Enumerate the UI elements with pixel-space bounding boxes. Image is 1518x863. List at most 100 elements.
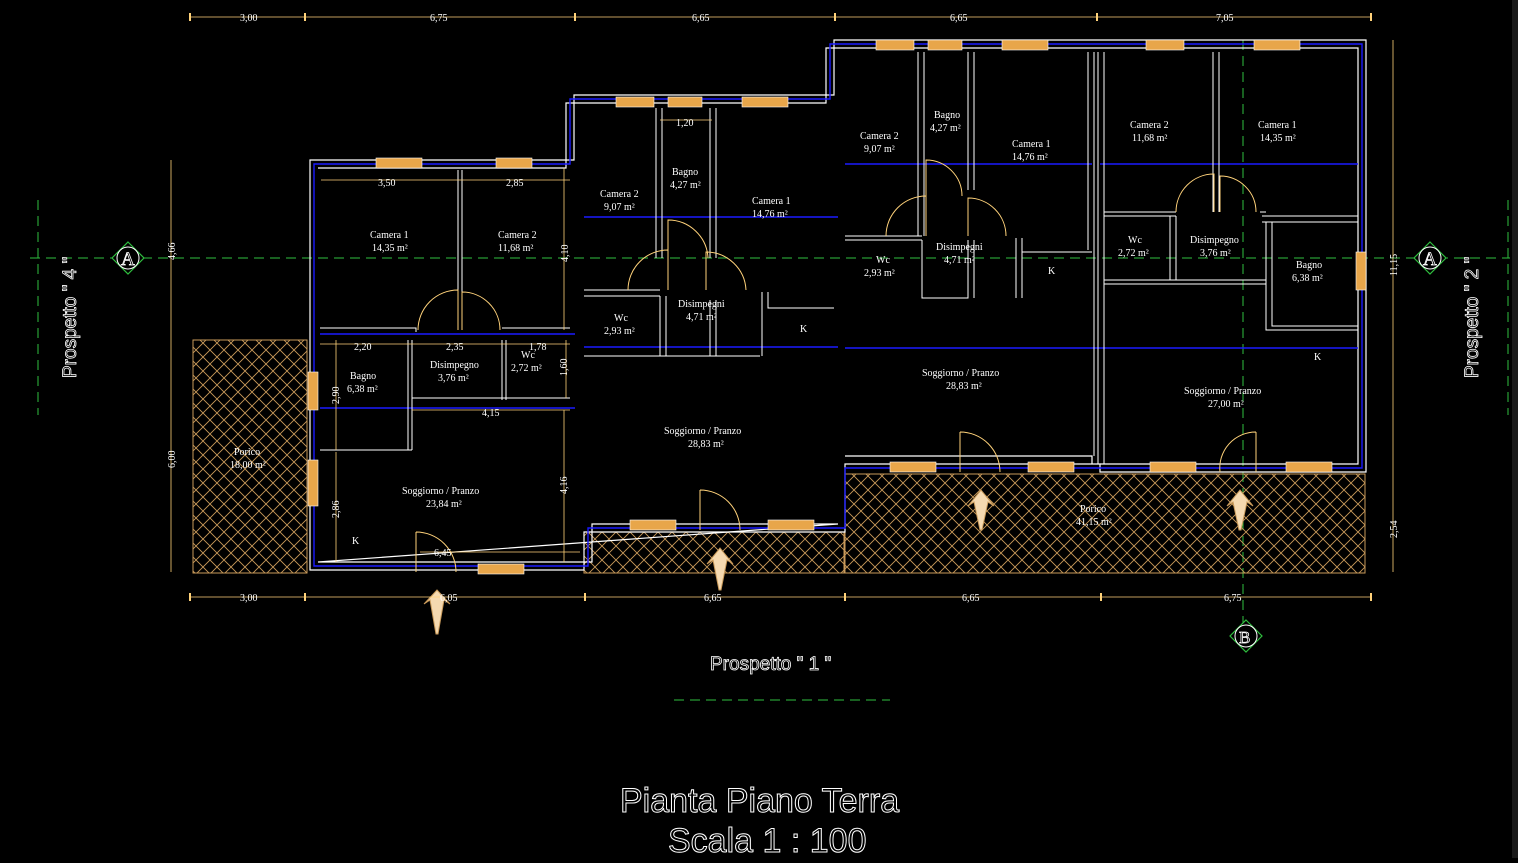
section-a-left-label: A — [121, 249, 135, 270]
unit-3-rooms: Camera 2 9,07 m² Bagno 4,27 m² Camera 1 … — [860, 110, 1056, 392]
u4-camera2-name: Camera 2 — [1130, 120, 1169, 131]
dim-bottom-2: 6,05 — [440, 593, 458, 604]
u1-porico-area: 18,00 m² — [230, 460, 266, 471]
u4-wc-area: 2,72 m² — [1118, 248, 1149, 259]
u2-kitchen-mark: K — [800, 324, 808, 335]
u4-wc-name: Wc — [1128, 235, 1142, 246]
dim-bottom-1: 3,00 — [240, 593, 258, 604]
u3-wc-area: 2,93 m² — [864, 268, 895, 279]
dim-u1-bagno-depth: 2,90 — [331, 387, 342, 405]
unit-1-rooms: Camera 1 14,35 m² Camera 2 11,68 m² Bagn… — [230, 230, 542, 547]
u1-bagno-area: 6,38 m² — [347, 384, 378, 395]
dim-bottom-5: 6,75 — [1224, 593, 1242, 604]
elevation-left-label: Prospetto " 4 " — [60, 257, 81, 378]
u4-soggiorno-name: Soggiorno / Pranzo — [1184, 386, 1261, 397]
u2-bagno-name: Bagno — [672, 167, 698, 178]
u2-camera1-name: Camera 1 — [752, 196, 791, 207]
drawing-scale: Scala 1 : 100 — [668, 822, 866, 858]
section-b-label: B — [1239, 628, 1250, 647]
dim-left-2: 6,00 — [167, 451, 178, 469]
u1-wc-name: Wc — [521, 350, 535, 361]
u3-camera1-name: Camera 1 — [1012, 139, 1051, 150]
u3-bagno-area: 4,27 m² — [930, 123, 961, 134]
u3-soggiorno-area: 28,83 m² — [946, 381, 982, 392]
u3-kitchen-mark: K — [1048, 266, 1056, 277]
elevation-right-label: Prospetto " 2 " — [1462, 257, 1483, 378]
u3-camera2-area: 9,07 m² — [864, 144, 895, 155]
dim-right-2: 2,54 — [1389, 521, 1400, 539]
u2-camera1-area: 14,76 m² — [752, 209, 788, 220]
u1-disimpegno-name: Disimpegno — [430, 360, 479, 371]
u4-camera1-name: Camera 1 — [1258, 120, 1297, 131]
u2-camera2-name: Camera 2 — [600, 189, 639, 200]
u4-kitchen-mark: K — [1314, 352, 1322, 363]
u1-wc-area: 2,72 m² — [511, 363, 542, 374]
u1-camera1-name: Camera 1 — [370, 230, 409, 241]
section-marker-a-right: A — [1413, 241, 1447, 275]
dim-top-4: 6,65 — [950, 13, 968, 24]
u4-disimpegno-name: Disimpegno — [1190, 235, 1239, 246]
dim-u1-bedroom-depth: 4,10 — [560, 245, 571, 263]
dim-top-1: 3,00 — [240, 13, 258, 24]
section-a-right-label: A — [1423, 249, 1437, 270]
dim-left-1: 4,66 — [167, 243, 178, 261]
dim-u2-bagno-width: 1,20 — [676, 118, 694, 129]
drawing-title: Pianta Piano Terra — [620, 782, 899, 820]
unit-4-rooms: Camera 2 11,68 m² Camera 1 14,35 m² Wc 2… — [1076, 120, 1323, 528]
dim-u1-wc-width: 1,78 — [529, 342, 547, 353]
unit-2-rooms: Camera 2 9,07 m² Bagno 4,27 m² Camera 1 … — [600, 167, 808, 450]
u2-wc-area: 2,93 m² — [604, 326, 635, 337]
windows — [307, 39, 1367, 575]
u3-camera1-area: 14,76 m² — [1012, 152, 1048, 163]
dim-u1-living-depth-right: 4,16 — [559, 477, 570, 495]
u3-bagno-name: Bagno — [934, 110, 960, 121]
u4-camera1-area: 14,35 m² — [1260, 133, 1296, 144]
u1-camera2-name: Camera 2 — [498, 230, 537, 241]
porch-front-name: Porico — [1080, 504, 1106, 515]
u2-soggiorno-area: 28,83 m² — [688, 439, 724, 450]
u2-wc-name: Wc — [614, 313, 628, 324]
porch-front-area: 41,15 m² — [1076, 517, 1112, 528]
u4-disimpegno-area: 3,76 m² — [1200, 248, 1231, 259]
u2-camera2-area: 9,07 m² — [604, 202, 635, 213]
u1-disimpegno-area: 3,76 m² — [438, 373, 469, 384]
u2-disimpegni-area: 4,71 m² — [686, 312, 717, 323]
window-edge — [1512, 0, 1518, 858]
u1-camera2-area: 11,68 m² — [498, 243, 533, 254]
u3-disimpegni-name: Disimpegni — [936, 242, 983, 253]
u3-camera2-name: Camera 2 — [860, 131, 899, 142]
dim-bottom-3: 6,65 — [704, 593, 722, 604]
u4-bagno-name: Bagno — [1296, 260, 1322, 271]
dim-u1-camera2-width: 2,85 — [506, 178, 524, 189]
u2-soggiorno-name: Soggiorno / Pranzo — [664, 426, 741, 437]
u4-bagno-area: 6,38 m² — [1292, 273, 1323, 284]
u3-wc-name: Wc — [876, 255, 890, 266]
u3-disimpegni-area: 4,71 m² — [944, 255, 975, 266]
porch-hatching — [192, 339, 1366, 574]
u1-camera1-area: 14,35 m² — [372, 243, 408, 254]
dim-u1-camera1-width: 3,50 — [378, 178, 396, 189]
dim-top-5: 7,05 — [1216, 13, 1234, 24]
dim-u1-living-depth-left: 2,86 — [331, 501, 342, 519]
section-marker-b: B — [1229, 619, 1263, 653]
dim-u1-living-width: 6,45 — [434, 548, 452, 559]
dim-u1-corridor-width: 4,15 — [482, 408, 500, 419]
u2-bagno-area: 4,27 m² — [670, 180, 701, 191]
u2-disimpegni-name: Disimpegni — [678, 299, 725, 310]
u1-kitchen-mark: K — [352, 536, 360, 547]
u4-soggiorno-area: 27,00 m² — [1208, 399, 1244, 410]
dimension-lines — [170, 16, 1394, 598]
inner-walls — [313, 43, 1363, 567]
u1-soggiorno-area: 23,84 m² — [426, 499, 462, 510]
dimension-labels: 3,00 6,75 6,65 6,65 7,05 3,00 6,05 6,65 … — [167, 13, 1400, 604]
dim-top-2: 6,75 — [430, 13, 448, 24]
dim-u1-bagno-width: 2,20 — [354, 342, 372, 353]
u3-soggiorno-name: Soggiorno / Pranzo — [922, 368, 999, 379]
section-marker-a-left: A — [111, 241, 145, 275]
dim-bottom-4: 6,65 — [962, 593, 980, 604]
dim-u1-disimpegno-width: 2,35 — [446, 342, 464, 353]
entrance-arrows — [423, 489, 1254, 635]
u1-bagno-name: Bagno — [350, 371, 376, 382]
